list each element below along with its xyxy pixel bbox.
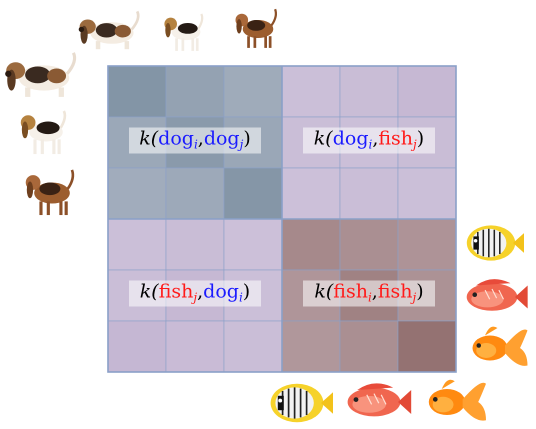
matrix-cell — [282, 168, 340, 219]
matrix-cell — [282, 321, 340, 372]
label-fragment: dog — [333, 128, 369, 150]
basset-hound-icon — [79, 11, 139, 49]
matrix-cell — [224, 321, 282, 372]
goldfish-icon — [429, 380, 486, 421]
matrix-cell — [166, 321, 224, 372]
matrix-cell — [166, 219, 224, 270]
fish-right-column — [467, 225, 528, 365]
matrix-cell — [398, 168, 456, 219]
butterflyfish-icon — [271, 384, 333, 422]
matrix-cell — [398, 66, 456, 117]
matrix-cell — [166, 66, 224, 117]
butterflyfish-icon — [467, 225, 524, 260]
red-cichlid-icon — [467, 279, 528, 311]
label-fragment: ) — [417, 128, 424, 150]
label-fragment: fish — [378, 281, 413, 303]
matrix-cell — [224, 168, 282, 219]
label-fragment: k( — [314, 281, 334, 303]
matrix-cell — [340, 321, 398, 372]
label-fragment: k( — [314, 128, 334, 150]
fish-bottom-row — [271, 380, 486, 422]
matrix-cell — [108, 321, 166, 372]
dogs-left-column — [5, 53, 74, 215]
beagle-icon — [164, 14, 202, 51]
matrix-cell — [108, 219, 166, 270]
matrix-cell — [166, 168, 224, 219]
matrix-cell — [282, 219, 340, 270]
label-fragment: ) — [243, 128, 250, 150]
kernel-matrix — [108, 66, 456, 372]
label-fragment: fish — [378, 128, 413, 150]
matrix-cell — [224, 66, 282, 117]
matrix-cell — [108, 66, 166, 117]
label-fragment: ) — [243, 281, 250, 303]
matrix-cell — [282, 66, 340, 117]
red-cichlid-icon — [348, 383, 412, 416]
label-fragment: k( — [140, 281, 160, 303]
label-fragment: fish — [333, 281, 368, 303]
matrix-cell — [108, 168, 166, 219]
bloodhound-icon — [26, 170, 73, 215]
matrix-cell — [340, 66, 398, 117]
label-fragment: dog — [158, 128, 194, 150]
goldfish-icon — [473, 327, 528, 366]
matrix-cell — [340, 219, 398, 270]
label-fragment: dog — [204, 128, 240, 150]
bloodhound-icon — [236, 9, 276, 48]
label-fragment: dog — [203, 281, 239, 303]
matrix-cell — [224, 219, 282, 270]
dogs-top-row — [79, 9, 276, 51]
basset-hound-icon — [5, 53, 74, 97]
label-fragment: fish — [159, 281, 194, 303]
label-fragment: k( — [139, 128, 159, 150]
matrix-cell — [398, 219, 456, 270]
beagle-icon — [21, 111, 65, 154]
matrix-cell — [398, 321, 456, 372]
matrix-cell — [340, 168, 398, 219]
label-fragment: ) — [416, 281, 423, 303]
